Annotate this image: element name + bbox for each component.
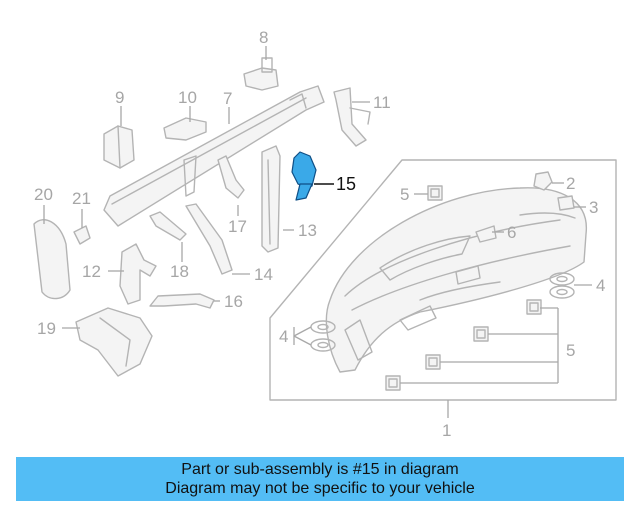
callout-16: 16 [224,292,243,311]
banner-line-1: Part or sub-assembly is #15 in diagram [181,461,459,478]
clip-part-2 [533,171,553,191]
parts-diagram: 8 9 10 7 11 20 21 17 13 12 18 14 16 19 2… [33,28,617,440]
bracket-part-12 [119,243,157,305]
callout-13: 13 [298,221,317,240]
duct-part-16 [149,293,215,309]
callout-10: 10 [178,88,197,107]
callout-21: 21 [72,189,91,208]
callout-5-top: 5 [400,185,409,204]
callout-1: 1 [442,421,451,440]
clip-part-3 [557,195,575,211]
bracket-part-9 [103,125,135,169]
bracket-part-18 [149,211,187,241]
callout-18: 18 [170,262,189,281]
callout-14: 14 [254,265,273,284]
callout-3: 3 [589,198,598,217]
callout-11: 11 [373,93,391,112]
callout-17: 17 [228,217,247,236]
callout-7: 7 [223,89,232,108]
callout-19: 19 [37,319,56,338]
info-banner: Part or sub-assembly is #15 in diagram D… [16,457,624,501]
banner-line-2: Diagram may not be specific to your vehi… [165,480,475,497]
bracket-part-11 [333,87,371,147]
callout-2: 2 [566,174,575,193]
callout-4-right: 4 [596,276,605,295]
highlighted-part-15[interactable] [291,151,317,201]
leader-lines [43,46,592,418]
brace-part-14 [185,203,233,275]
callout-9: 9 [115,88,124,107]
callouts: 8 9 10 7 11 20 21 17 13 12 18 14 16 19 2… [34,28,605,440]
callout-6: 6 [507,223,516,242]
bracket-part-19 [75,307,153,377]
clip-part-21 [73,225,91,245]
callout-20: 20 [34,185,53,204]
callout-15: 15 [336,174,356,194]
bracket-part-10 [163,117,207,141]
clip-part-6 [475,225,497,243]
callout-5: 5 [566,341,575,360]
cross-car-beam [103,85,325,227]
dashboard-panel [325,187,587,373]
callout-8: 8 [259,28,268,47]
callout-4-left: 4 [279,327,288,346]
clip-part-5-top [427,185,443,201]
pillar-part-13 [261,145,281,253]
grommets-part-4-right [549,272,575,299]
dashboard-assembly-frame [269,159,617,401]
panel-part-20 [33,219,71,300]
bracket-part-8 [243,57,279,91]
bracket-part-17 [217,155,245,199]
callout-12: 12 [82,262,101,281]
